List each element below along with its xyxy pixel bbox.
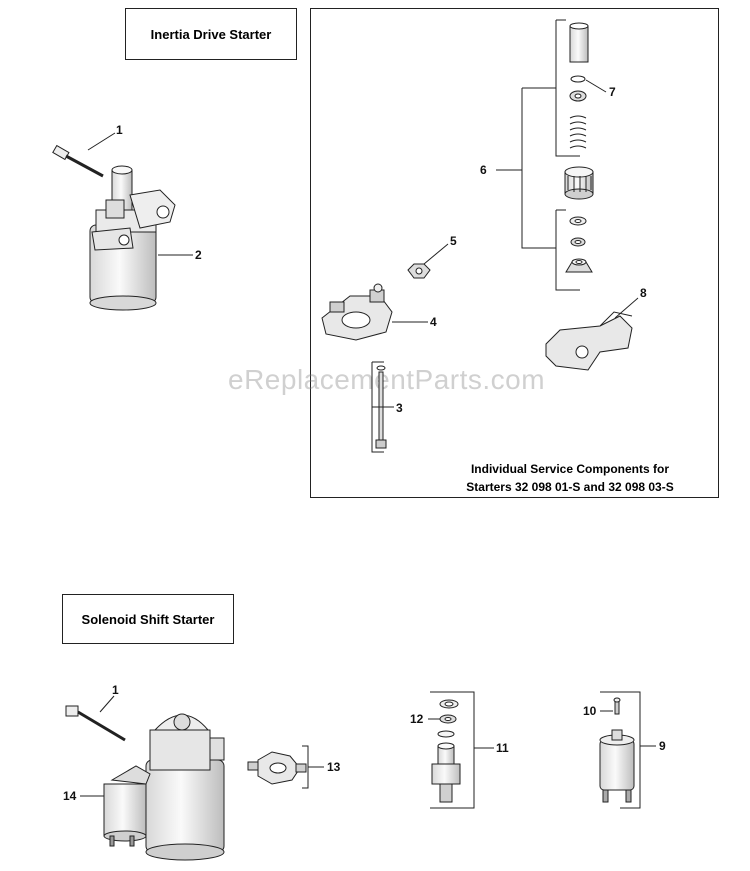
leader-1-bottom: [99, 695, 115, 713]
callout-13: 13: [327, 760, 341, 774]
callout-8: 8: [640, 286, 647, 300]
callout-1-top: 1: [116, 123, 123, 137]
callout-4: 4: [430, 315, 437, 329]
callout-7: 7: [609, 85, 616, 99]
callout-12: 12: [410, 712, 424, 726]
callout-14: 14: [63, 789, 77, 803]
callout-11: 11: [496, 741, 509, 755]
leader-7: [585, 79, 607, 93]
leader-5: [423, 243, 449, 265]
solenoid-shift-title: Solenoid Shift Starter: [81, 611, 215, 627]
part-2-starter-motor: [89, 165, 176, 311]
callout-3: 3: [396, 401, 403, 415]
part-13-brush-holder: [247, 745, 309, 789]
callout-6: 6: [480, 163, 487, 177]
part-4-brush-plate: [321, 283, 393, 341]
service-note-line2: Starters 32 098 01-S and 32 098 03-S: [466, 480, 674, 494]
service-components-panel: [310, 8, 719, 498]
part-9-solenoid: [599, 691, 641, 809]
callout-10: 10: [583, 704, 597, 718]
part-6-bracket: [496, 19, 580, 291]
part-3-through-bolt: [371, 361, 387, 453]
inertia-drive-title: Inertia Drive Starter: [150, 26, 272, 42]
callout-5: 5: [450, 234, 457, 248]
part-5-nut: [407, 263, 431, 279]
part-6-lower-stack: [565, 216, 593, 273]
leader-8: [614, 297, 639, 319]
part-6-pinion-gear: [564, 166, 594, 200]
part-7-drive-stack: [569, 22, 589, 149]
watermark-text: eReplacementParts.com: [228, 364, 546, 395]
callout-9: 9: [659, 739, 666, 753]
part-1-bolt: [52, 144, 104, 178]
inertia-drive-title-box: Inertia Drive Starter: [125, 8, 297, 60]
part-8-end-cap: [545, 311, 633, 371]
part-14-solenoid-starter: [103, 713, 225, 861]
service-note: Individual Service Components for Starte…: [430, 460, 710, 496]
part-11-drive-assembly: [430, 691, 475, 809]
callout-2: 2: [195, 248, 202, 262]
solenoid-shift-title-box: Solenoid Shift Starter: [62, 594, 234, 644]
leader-1-top: [87, 132, 116, 151]
service-note-line1: Individual Service Components for: [470, 462, 670, 476]
part-1-bolt-bottom: [65, 705, 126, 742]
callout-1-bottom: 1: [112, 683, 119, 697]
